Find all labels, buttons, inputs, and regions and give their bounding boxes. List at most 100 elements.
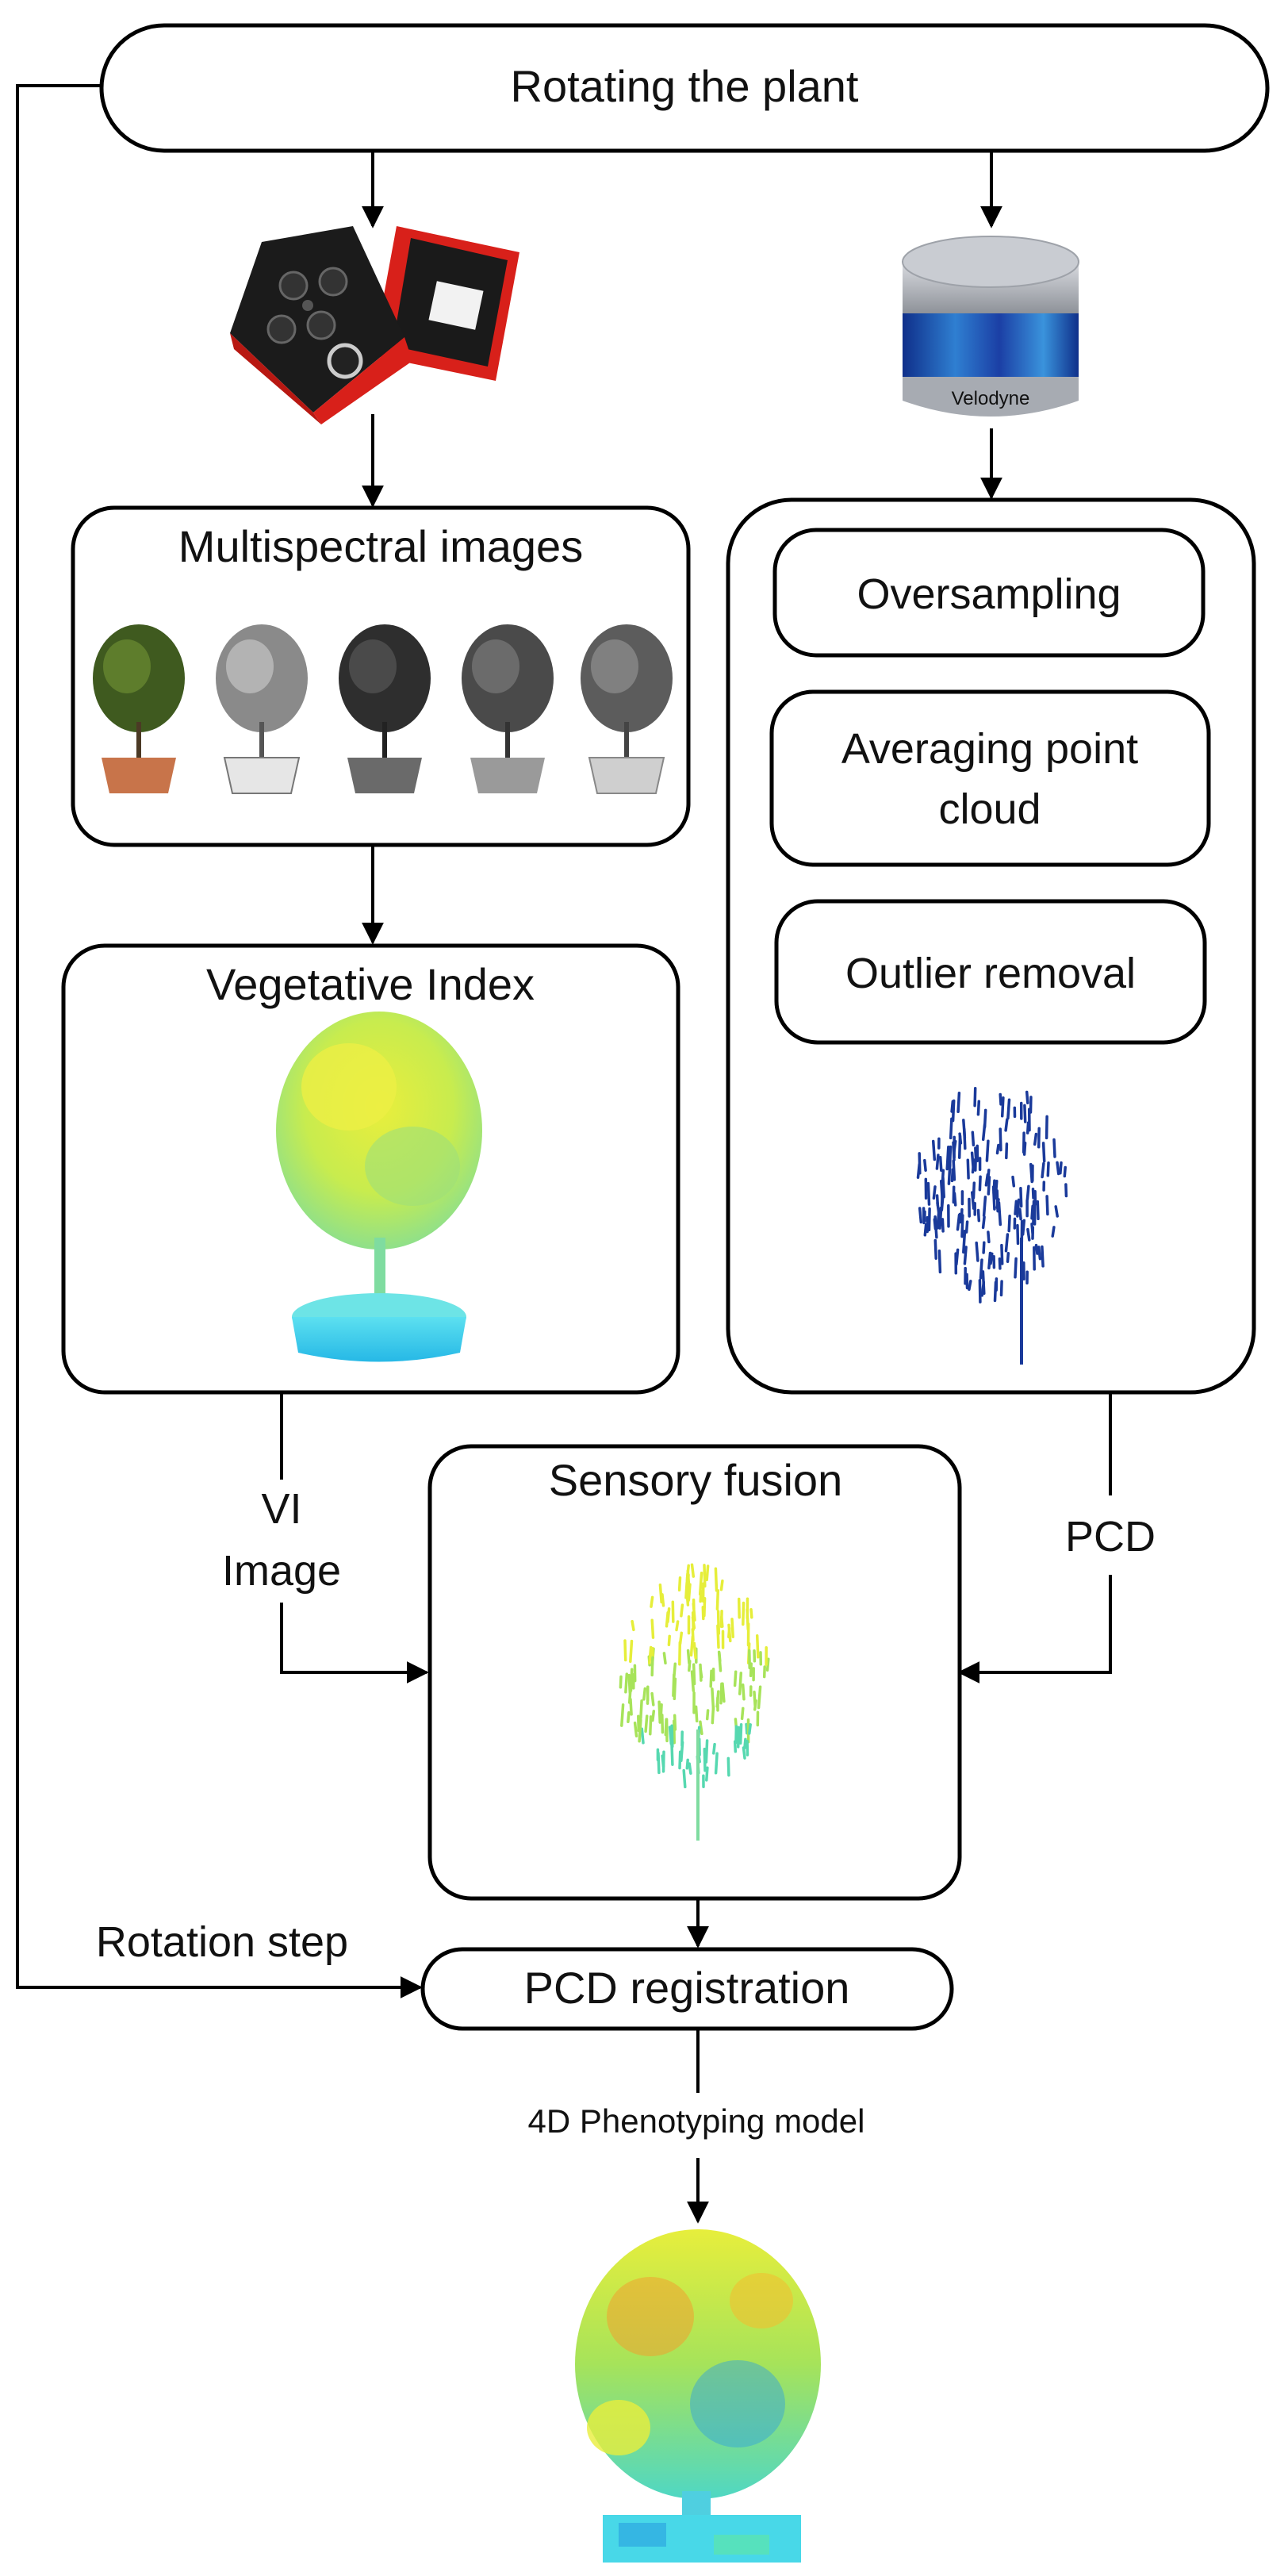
point-cloud-stroke bbox=[943, 1178, 944, 1197]
point-cloud-stroke bbox=[1057, 1162, 1059, 1173]
point-cloud-stroke bbox=[620, 1677, 621, 1687]
point-cloud-stroke bbox=[950, 1147, 951, 1166]
point-cloud-stroke bbox=[719, 1652, 721, 1671]
point-cloud-stroke bbox=[694, 1643, 696, 1657]
point-cloud-stroke bbox=[998, 1146, 999, 1154]
point-cloud-stroke bbox=[722, 1581, 723, 1590]
plant-photo-icon bbox=[462, 624, 554, 793]
node-vegetative-index-label: Vegetative Index bbox=[206, 959, 535, 1009]
point-cloud-stroke bbox=[1015, 1259, 1016, 1277]
point-cloud-stroke bbox=[979, 1177, 980, 1190]
point-cloud-stroke bbox=[660, 1585, 661, 1603]
point-cloud-stroke bbox=[947, 1147, 949, 1169]
point-cloud-stroke bbox=[642, 1729, 643, 1743]
point-cloud-stroke bbox=[925, 1225, 926, 1235]
point-cloud-stroke bbox=[662, 1595, 664, 1606]
point-cloud-stroke bbox=[951, 1119, 952, 1138]
edge-label-phenotyping-model: 4D Phenotyping model bbox=[528, 2102, 865, 2140]
point-cloud-stroke bbox=[631, 1641, 632, 1662]
point-cloud-stroke bbox=[1042, 1247, 1043, 1266]
point-cloud-stroke bbox=[746, 1725, 747, 1733]
point-cloud-stroke bbox=[920, 1208, 922, 1223]
point-cloud-stroke bbox=[972, 1132, 973, 1145]
point-cloud-stroke bbox=[958, 1093, 959, 1112]
point-cloud-stroke bbox=[1064, 1168, 1065, 1177]
point-cloud-stroke bbox=[652, 1620, 653, 1637]
point-cloud-stroke bbox=[740, 1673, 742, 1694]
point-cloud-stroke bbox=[1033, 1201, 1034, 1223]
point-cloud-stroke bbox=[736, 1726, 737, 1742]
lidar-brand-label: Velodyne bbox=[952, 388, 1030, 409]
point-cloud-stroke bbox=[997, 1191, 998, 1211]
edge-label-pcd: PCD bbox=[1065, 1513, 1156, 1561]
point-cloud-stroke bbox=[1018, 1200, 1019, 1216]
point-cloud-stroke bbox=[976, 1243, 978, 1261]
node-sensory-fusion-label: Sensory fusion bbox=[549, 1455, 842, 1505]
point-cloud-stroke bbox=[729, 1629, 730, 1637]
point-cloud-stroke bbox=[668, 1609, 669, 1622]
point-cloud-stroke bbox=[662, 1715, 663, 1733]
point-cloud-stroke bbox=[1008, 1100, 1010, 1118]
point-cloud-stroke bbox=[689, 1764, 691, 1773]
point-cloud-stroke bbox=[1028, 1230, 1029, 1240]
point-cloud-stroke bbox=[1039, 1128, 1040, 1146]
node-sensory-fusion: Sensory fusion bbox=[430, 1446, 960, 1898]
arrow-pcd-to-fusion bbox=[960, 1575, 1110, 1672]
point-cloud-stroke bbox=[646, 1716, 647, 1731]
point-cloud-stroke bbox=[675, 1715, 676, 1729]
point-cloud-stroke bbox=[978, 1101, 979, 1115]
node-oversampling: Oversampling bbox=[775, 530, 1203, 655]
point-cloud-stroke bbox=[664, 1752, 665, 1772]
point-cloud-stroke bbox=[650, 1648, 651, 1664]
point-cloud-stroke bbox=[1009, 1216, 1010, 1231]
point-cloud-stroke bbox=[952, 1101, 953, 1111]
point-cloud-stroke bbox=[706, 1741, 707, 1762]
point-cloud-stroke bbox=[641, 1701, 642, 1718]
node-lidar-processing-group: Oversampling Averaging point cloud Outli… bbox=[728, 500, 1254, 1392]
point-cloud-stroke bbox=[692, 1564, 694, 1576]
edge-label-vi-line2: Image bbox=[222, 1547, 341, 1595]
point-cloud-stroke bbox=[744, 1748, 746, 1758]
point-cloud-stroke bbox=[742, 1708, 743, 1718]
point-cloud-stroke bbox=[707, 1710, 708, 1719]
point-cloud-stroke bbox=[626, 1674, 627, 1692]
point-cloud-stroke bbox=[1033, 1189, 1034, 1198]
node-pcd-registration: PCD registration bbox=[423, 1949, 952, 2029]
point-cloud-stroke bbox=[964, 1130, 965, 1149]
point-cloud-stroke bbox=[677, 1622, 678, 1630]
point-cloud-stroke bbox=[1031, 1165, 1033, 1182]
point-cloud-stroke bbox=[1000, 1129, 1001, 1150]
point-cloud-stroke bbox=[1015, 1201, 1016, 1214]
point-cloud-stroke bbox=[1060, 1163, 1061, 1173]
point-cloud-stroke bbox=[1006, 1234, 1008, 1251]
point-cloud-stroke bbox=[975, 1088, 976, 1106]
point-cloud-stroke bbox=[937, 1209, 939, 1228]
point-cloud-stroke bbox=[687, 1760, 688, 1768]
point-cloud-stroke bbox=[937, 1196, 938, 1205]
point-cloud-stroke bbox=[1020, 1209, 1021, 1219]
point-cloud-stroke bbox=[735, 1672, 736, 1685]
point-cloud-stroke bbox=[987, 1141, 988, 1161]
point-cloud-stroke bbox=[999, 1203, 1001, 1225]
point-cloud-stroke bbox=[972, 1153, 974, 1169]
point-cloud-stroke bbox=[972, 1192, 974, 1208]
point-cloud-stroke bbox=[700, 1665, 701, 1681]
point-cloud-stroke bbox=[684, 1771, 685, 1787]
point-cloud-stroke bbox=[967, 1222, 968, 1232]
point-cloud-stroke bbox=[696, 1706, 697, 1721]
point-cloud-stroke bbox=[759, 1687, 761, 1707]
point-cloud-stroke bbox=[749, 1725, 750, 1733]
plant-photo-icon bbox=[339, 624, 431, 793]
node-averaging-point-cloud: Averaging point cloud bbox=[772, 692, 1209, 865]
point-cloud-stroke bbox=[934, 1219, 935, 1229]
point-cloud-stroke bbox=[652, 1657, 653, 1675]
point-cloud-stroke bbox=[928, 1184, 929, 1205]
point-cloud-stroke bbox=[983, 1124, 985, 1139]
node-vegetative-index: Vegetative Index bbox=[63, 946, 678, 1392]
point-cloud-stroke bbox=[1056, 1207, 1057, 1216]
plant-photo-icon bbox=[581, 624, 673, 793]
point-cloud-stroke bbox=[628, 1713, 629, 1722]
point-cloud-stroke bbox=[994, 1181, 995, 1193]
point-cloud-stroke bbox=[1000, 1095, 1001, 1104]
